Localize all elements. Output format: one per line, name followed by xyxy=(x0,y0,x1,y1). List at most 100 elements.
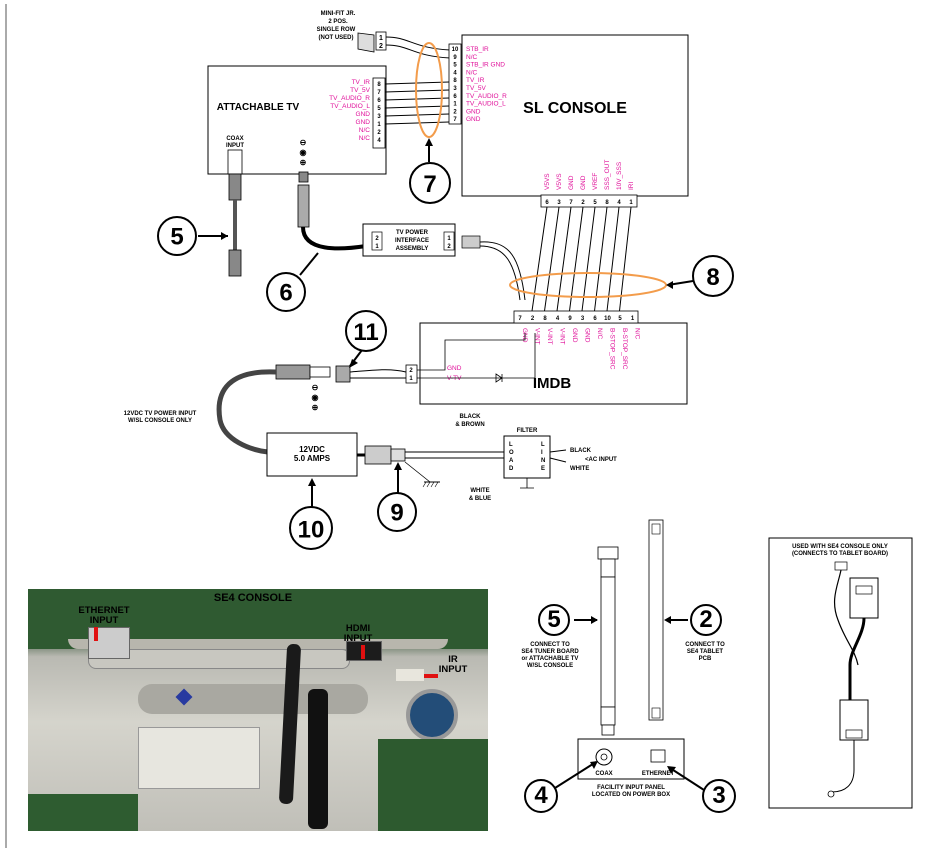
sl-console-signal: GND xyxy=(466,116,481,123)
imdb-pin: 6 xyxy=(593,316,597,322)
sl-console-pin: 1 xyxy=(453,102,457,108)
coax-cable-illustration xyxy=(597,546,619,736)
callout-circle xyxy=(409,162,451,204)
callout-number: 9 xyxy=(390,500,403,527)
callout-circle xyxy=(538,604,570,636)
sl-console-signal: N/C xyxy=(466,69,478,76)
sl-console-bottom-signal: GND xyxy=(580,175,587,190)
imdb-signal: GND xyxy=(571,328,578,343)
imdb-left-pin: 2 xyxy=(409,368,413,374)
panel-ethernet-label: ETHERNET xyxy=(642,771,675,777)
imdb-pin: 8 xyxy=(543,316,547,322)
filter-load-letter: A xyxy=(509,458,514,464)
sl-console-pin: 4 xyxy=(453,70,457,76)
coax-jack xyxy=(227,149,243,175)
filter-load-letter: L xyxy=(509,442,513,448)
knob xyxy=(406,689,458,741)
pia-label: TV POWER xyxy=(396,230,429,236)
ethernet-label-line: INPUT xyxy=(89,615,119,626)
tv-signal: GND xyxy=(356,111,371,118)
filter-line-letter: L xyxy=(541,442,545,448)
panel-note: FACILITY INPUT PANEL xyxy=(597,785,665,791)
console-bezel xyxy=(68,639,448,649)
sl-console-pin: 8 xyxy=(453,78,457,84)
callout-number: 11 xyxy=(353,319,378,346)
wire-label: WHITE xyxy=(470,488,489,494)
imdb-pin: 5 xyxy=(618,316,622,322)
filter-load-letter: D xyxy=(509,466,514,472)
tv-pin: 6 xyxy=(377,98,381,104)
connector-housing xyxy=(375,31,387,51)
sl-console-signal: TV_AUDIO_L xyxy=(466,101,506,108)
tv-power-cable xyxy=(297,171,367,251)
tv-pin: 8 xyxy=(377,82,381,88)
sl-console-bottom-pin: 4 xyxy=(617,200,621,206)
tablet-note: CONNECT TO xyxy=(685,642,725,648)
imdb-signal: N/C xyxy=(596,328,603,340)
sl-console-bottom-signal: VREF xyxy=(592,173,599,190)
left-pcb xyxy=(28,794,138,831)
tablet-note: PCB xyxy=(699,656,712,662)
imdb-signal: GND xyxy=(584,328,591,343)
tv-connector xyxy=(372,77,386,149)
panel-coax-label: COAX xyxy=(595,771,612,777)
connector-wires xyxy=(385,36,451,59)
sl-console-bottom-pin: 1 xyxy=(629,200,633,206)
hdmi-arrow xyxy=(361,645,365,659)
sl-console-bottom-pin: 8 xyxy=(605,200,609,206)
imdb-signal: V-INT xyxy=(559,328,566,345)
panel-note: LOCATED ON POWER BOX xyxy=(592,792,670,798)
bus-wire xyxy=(556,206,572,312)
imdb-pin: 2 xyxy=(531,316,535,322)
sl-console-connector xyxy=(448,43,462,125)
plus-symbol: ⊕ xyxy=(300,158,307,167)
sl-console-pin: 6 xyxy=(453,94,457,100)
filter-title: FILTER xyxy=(517,428,538,434)
tv-signal: GND xyxy=(356,119,371,126)
ir-arrow xyxy=(424,674,438,678)
center-dot: ◉ xyxy=(300,148,307,157)
heat-rail xyxy=(138,684,368,714)
hdmi-note: USED WITH SE4 CONSOLE ONLY xyxy=(792,544,888,550)
sl-console-signal: STB_IR GND xyxy=(466,62,505,69)
callout-number: 5 xyxy=(170,224,183,251)
ethernet-arrow xyxy=(94,627,98,641)
pia-label: INTERFACE xyxy=(395,238,429,244)
psu-label: 5.0 AMPS xyxy=(294,454,331,463)
sl-console-pin: 2 xyxy=(453,109,457,115)
bus-wire xyxy=(619,206,632,312)
imdb-pin: 4 xyxy=(556,316,560,322)
mini-fit-connector: MINI-FIT JR. 2 POS. SINGLE ROW (NOT USED… xyxy=(317,11,451,59)
tv-pin: 1 xyxy=(377,122,381,128)
sl-console-title: SL CONSOLE xyxy=(523,100,627,117)
filter-line-letter: I xyxy=(541,450,543,456)
ir-port xyxy=(396,669,424,681)
pia-pin: 1 xyxy=(375,244,379,250)
hdmi-label: HDMI INPUT xyxy=(328,624,388,644)
arrow-5 xyxy=(591,616,598,624)
sl-console-signal: TV_AUDIO_R xyxy=(466,93,507,100)
sl-console-bottom-pin: 2 xyxy=(581,200,585,206)
sl-console-signal: N/C xyxy=(466,54,478,61)
callout-circle xyxy=(157,216,197,256)
connector-label-1: MINI-FIT JR. xyxy=(321,11,356,17)
bus-wire xyxy=(569,206,584,312)
plus-symbol: ⊕ xyxy=(312,403,319,412)
sl-console-signal: TV_IR xyxy=(466,77,485,84)
imdb-left-signal: V-TV xyxy=(447,375,462,382)
tv-pin: 3 xyxy=(377,114,381,120)
imdb-title: IMDB xyxy=(533,375,571,392)
hdmi-cable xyxy=(308,689,328,829)
callout-number: 3 xyxy=(712,782,725,809)
coax-label: COAX xyxy=(226,136,243,142)
coax-note: W/SL CONSOLE xyxy=(527,663,573,669)
callout-number: 5 xyxy=(547,606,560,633)
sl-console-bottom-pin: 7 xyxy=(569,200,573,206)
tv-pin: 2 xyxy=(377,130,381,136)
callout-circle xyxy=(377,492,417,532)
connector-pin: 1 xyxy=(379,35,383,42)
arrow-2 xyxy=(664,616,671,624)
psu-label: 12VDC xyxy=(299,445,325,454)
pia-pin: 2 xyxy=(447,244,451,250)
